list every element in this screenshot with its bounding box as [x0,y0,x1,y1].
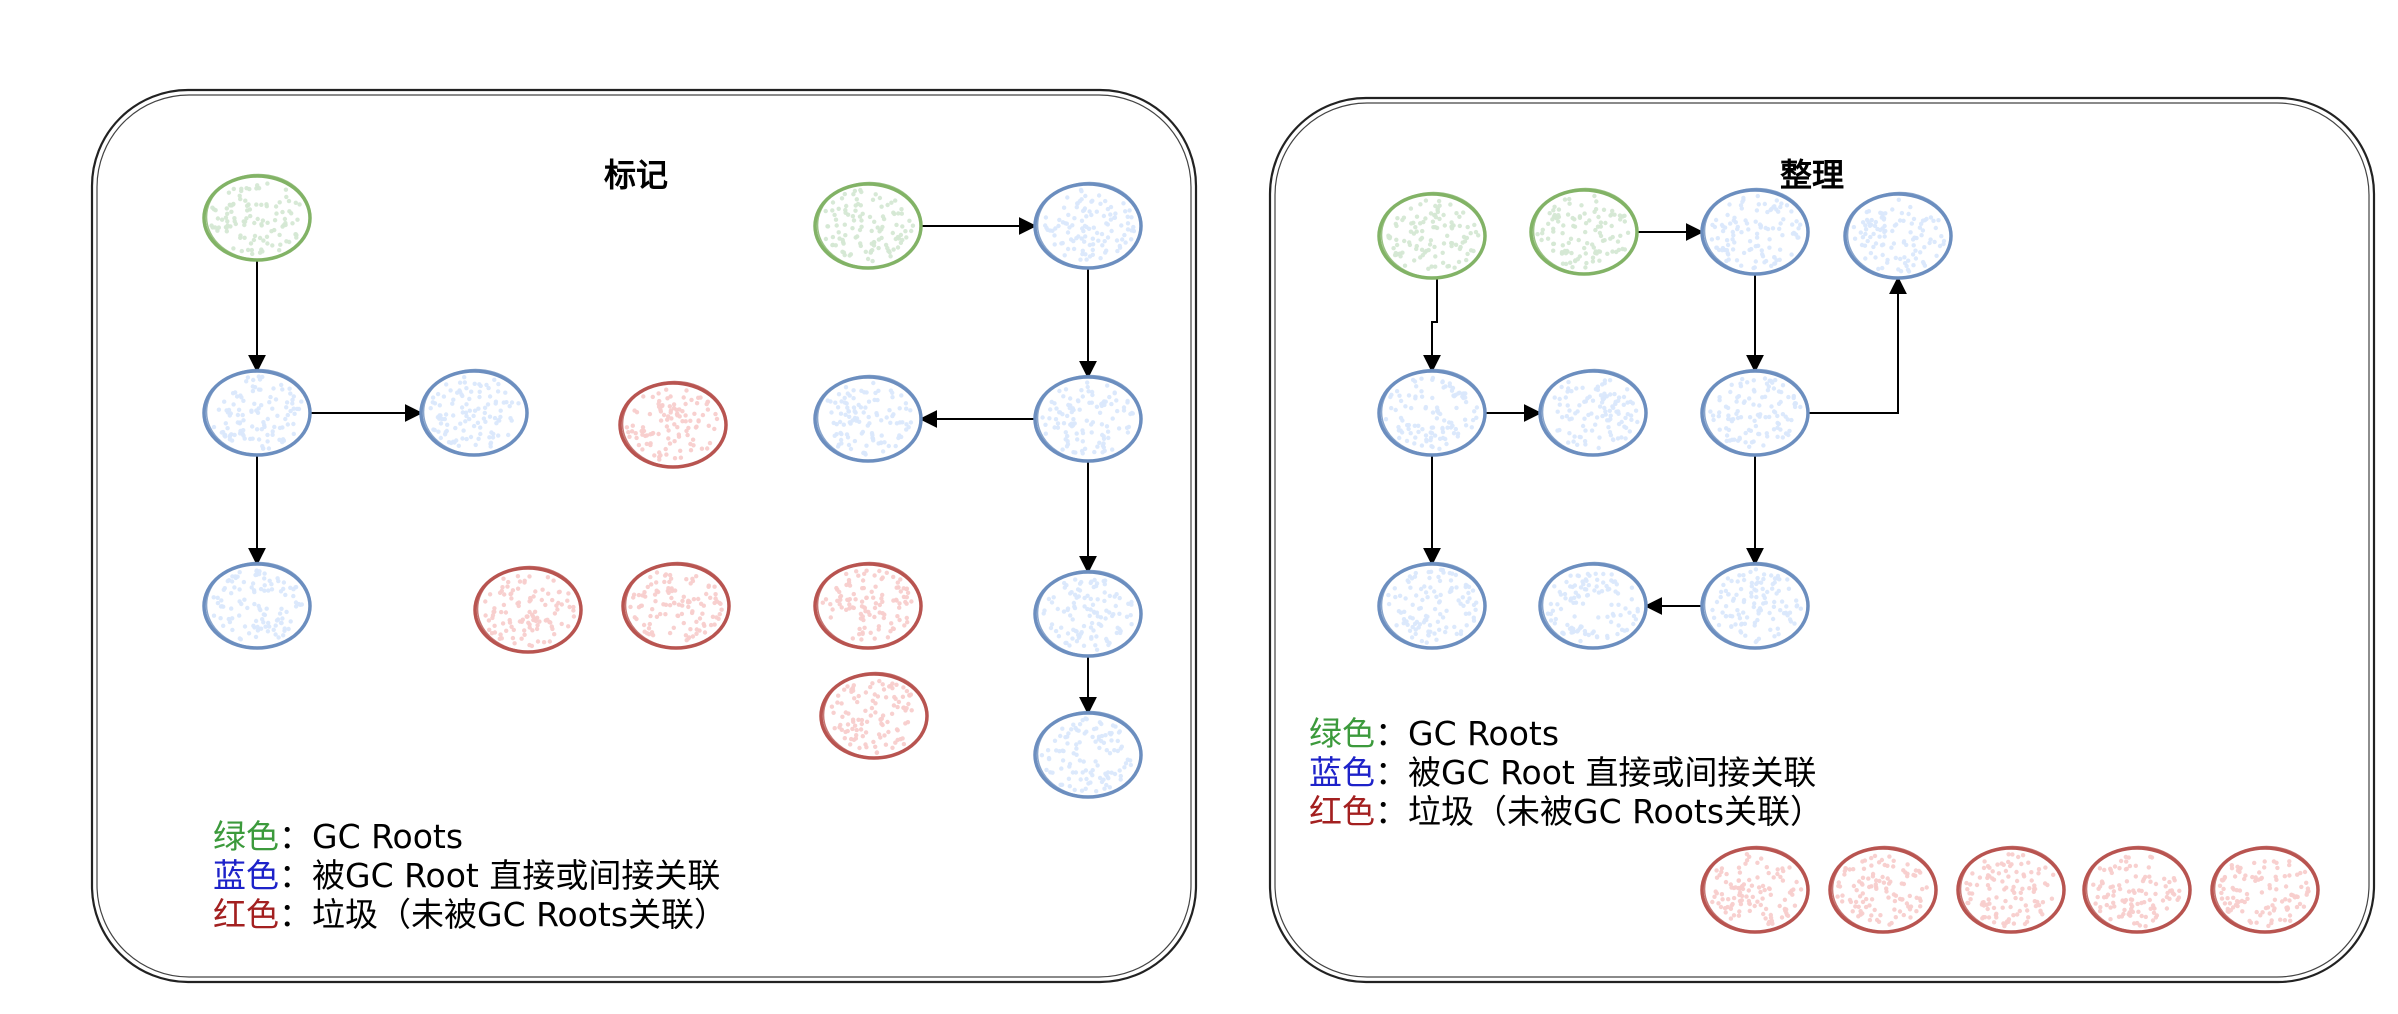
live-node [202,368,312,457]
legend-key-red: 红色 [213,895,279,934]
live-node [1033,569,1143,658]
legend-row-red: 红色：垃圾（未被GC Roots关联） [1309,792,1823,831]
garbage-node [1956,845,2066,934]
live-node [1700,187,1810,276]
garbage-node [819,671,929,760]
garbage-node [621,561,731,650]
garbage-node [2210,845,2320,934]
live-node [1538,368,1648,457]
legend-row-blue: 蓝色：被GC Root 直接或间接关联 [213,856,720,895]
live-node [1843,191,1953,280]
root-node [813,181,923,270]
root-node [1377,191,1487,280]
live-node [1033,181,1143,270]
legend-key-green: 绿色 [1309,714,1375,753]
panel-mark-frame [90,88,1198,984]
garbage-node [473,565,583,654]
panel-mark-edges [248,217,1097,715]
panel-compact-edges [1423,223,1907,615]
panel-compact-nodes [1377,187,2320,934]
legend-text-red: 垃圾（未被GC Roots关联） [312,895,727,934]
panel-compact: 整理 绿色：GC Roots 蓝色：被GC Root 直接或间接关联 红色：垃圾… [1268,96,2376,984]
panel-compact-frame [1268,96,2376,984]
live-node [1538,561,1648,650]
live-node [1377,561,1487,650]
panel-mark-nodes [202,173,1143,799]
legend-row-red: 红色：垃圾（未被GC Roots关联） [213,895,727,934]
legend-text-green: GC Roots [312,817,463,856]
legend-text-blue: 被GC Root 直接或间接关联 [1408,753,1816,792]
live-node [1377,368,1487,457]
live-node [202,561,312,650]
panel-mark: 标记 绿色：GC Roots 蓝色：被GC Root 直接或间接关联 红色：垃圾… [90,88,1198,984]
live-node [1033,710,1143,799]
legend-row-green: 绿色：GC Roots [1309,714,1559,753]
legend-key-blue: 蓝色 [213,856,279,895]
garbage-node [618,380,728,469]
legend-key-green: 绿色 [213,817,279,856]
live-node [1033,374,1143,463]
live-node [419,368,529,457]
live-node [813,374,923,463]
legend-text-blue: 被GC Root 直接或间接关联 [312,856,720,895]
panel-compact-title: 整理 [1780,156,1844,194]
garbage-node [2082,845,2192,934]
legend-text-green: GC Roots [1408,714,1559,753]
panel-compact-legend: 绿色：GC Roots 蓝色：被GC Root 直接或间接关联 红色：垃圾（未被… [1309,714,1823,831]
garbage-node [813,561,923,650]
panel-mark-title: 标记 [604,156,668,194]
legend-row-blue: 蓝色：被GC Root 直接或间接关联 [1309,753,1816,792]
live-node [1700,368,1810,457]
legend-key-red: 红色 [1309,792,1375,831]
root-node [1529,187,1639,276]
garbage-node [1828,845,1938,934]
root-node [202,173,312,262]
legend-row-green: 绿色：GC Roots [213,817,463,856]
reference-arrow [1423,278,1441,373]
legend-text-red: 垃圾（未被GC Roots关联） [1408,792,1823,831]
garbage-node [1700,845,1810,934]
legend-key-blue: 蓝色 [1309,753,1375,792]
panel-mark-legend: 绿色：GC Roots 蓝色：被GC Root 直接或间接关联 红色：垃圾（未被… [213,817,727,934]
live-node [1700,561,1810,650]
reference-arrow [1808,276,1907,414]
